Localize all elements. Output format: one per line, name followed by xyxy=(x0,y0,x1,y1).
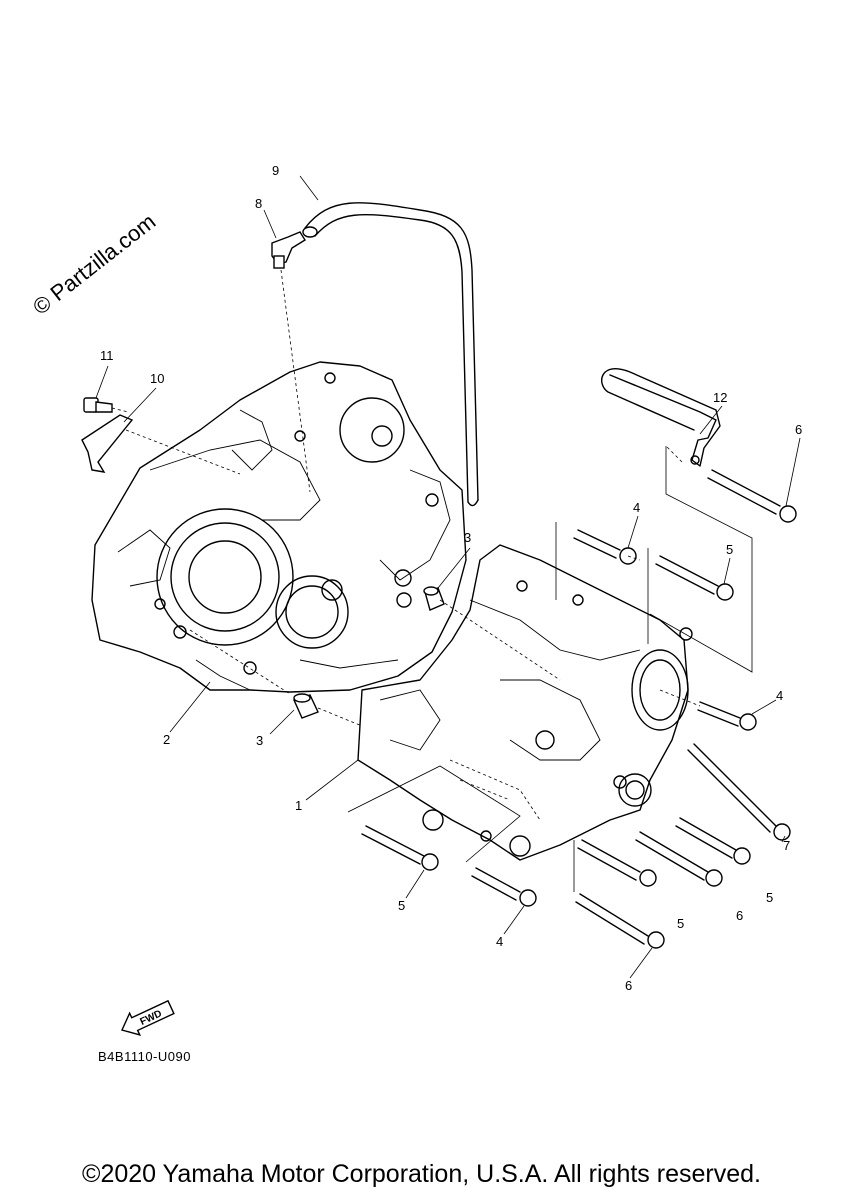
callout-12: 12 xyxy=(713,390,727,405)
callout-4-upper: 4 xyxy=(633,500,640,515)
callout-9: 9 xyxy=(272,163,279,178)
breather-hose xyxy=(302,202,479,507)
callout-4-right: 4 xyxy=(776,688,783,703)
callout-2: 2 xyxy=(163,732,170,747)
bolt-4-right xyxy=(697,701,757,731)
callout-3-lower: 3 xyxy=(256,733,263,748)
fwd-arrow-icon: FWD xyxy=(121,999,175,1037)
callout-5-right: 5 xyxy=(766,890,773,905)
dowel-pin-lower xyxy=(293,693,319,719)
bolt-6-lower xyxy=(575,893,665,949)
crankcase-exploded-diagram: 9 8 11 10 12 6 4 3 5 4 2 3 1 7 5 5 6 5 4… xyxy=(81,163,802,1037)
bolt-5-right xyxy=(675,817,751,865)
dowel-pin-upper xyxy=(423,586,445,611)
callout-3-upper: 3 xyxy=(464,530,471,545)
fwd-label: FWD xyxy=(138,1008,163,1028)
bolt-5-middle xyxy=(577,839,657,887)
callout-leaders xyxy=(95,175,801,979)
callout-5-upper: 5 xyxy=(726,542,733,557)
callout-10: 10 xyxy=(150,371,164,386)
callout-5-middle: 5 xyxy=(677,916,684,931)
bolt-5-upper xyxy=(655,555,734,601)
bolt-4-upper xyxy=(573,529,637,565)
catalog-code: B4B1110-U090 xyxy=(98,1049,191,1064)
cable-bracket xyxy=(601,368,721,467)
small-bolt xyxy=(83,397,113,413)
callout-8: 8 xyxy=(255,196,262,211)
callout-4-lower: 4 xyxy=(496,934,503,949)
bolt-6-upper xyxy=(707,469,797,523)
bolt-4-lower xyxy=(471,867,537,907)
callout-6-lower: 6 xyxy=(625,978,632,993)
callout-6-upper: 6 xyxy=(795,422,802,437)
callout-7: 7 xyxy=(783,838,790,853)
gasket-clip xyxy=(81,414,134,473)
bolt-7 xyxy=(687,743,791,841)
bolt-5-lower-left xyxy=(361,825,439,871)
callout-numbers: 9 8 11 10 12 6 4 3 5 4 2 3 1 7 5 5 6 5 4… xyxy=(100,163,802,993)
callout-11: 11 xyxy=(100,348,114,363)
callout-1: 1 xyxy=(295,798,302,813)
copyright-footer: ©2020 Yamaha Motor Corporation, U.S.A. A… xyxy=(82,1160,761,1188)
callout-5-lower-left: 5 xyxy=(398,898,405,913)
alignment-lines xyxy=(111,407,753,892)
right-crankcase xyxy=(357,544,693,861)
callout-6-middle: 6 xyxy=(736,908,743,923)
bolt-6-middle xyxy=(635,831,723,887)
left-crankcase xyxy=(91,361,467,693)
hose-fitting xyxy=(271,231,311,493)
